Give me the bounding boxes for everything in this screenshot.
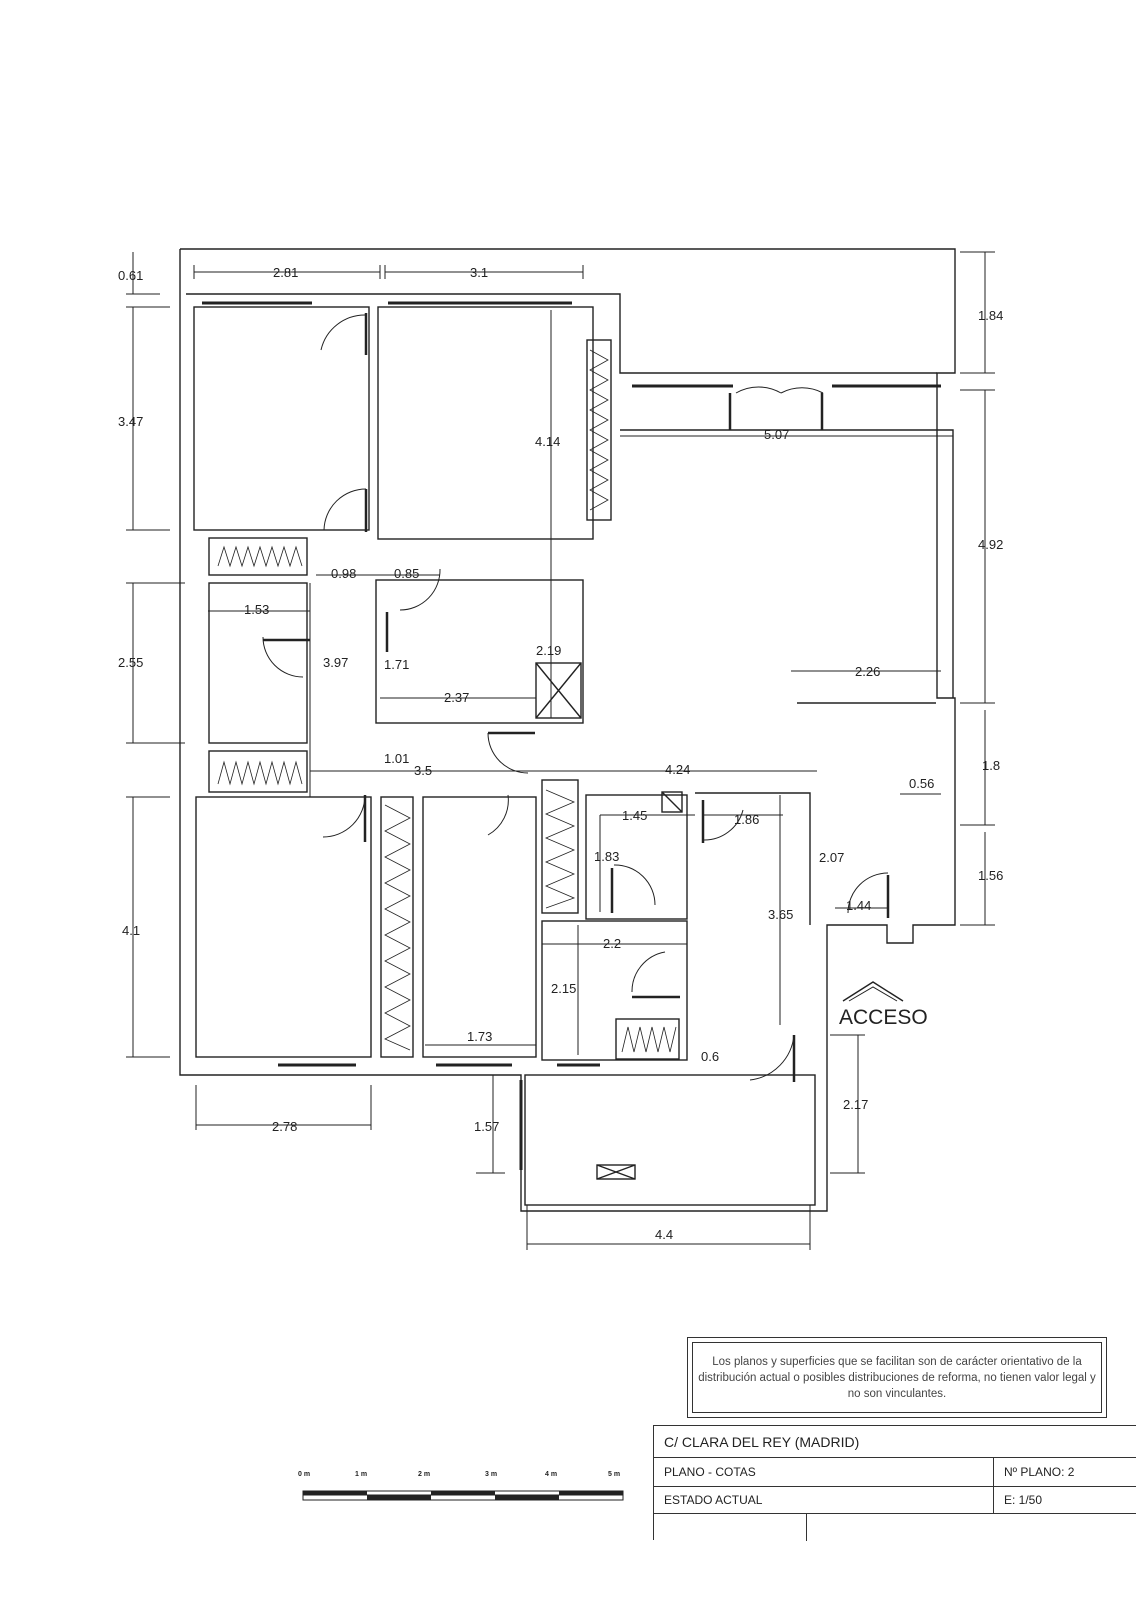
scale-tick-label: 5 m (608, 1471, 620, 1478)
scale-tick-label: 3 m (485, 1471, 497, 1478)
wardrobe-5 (541, 779, 579, 914)
dim-label: 1.01 (384, 751, 409, 766)
dim-label: 3.65 (768, 907, 793, 922)
dim-label: 0.61 (118, 268, 143, 283)
title-block: C/ CLARA DEL REY (MADRID) PLANO - COTAS … (653, 1425, 1136, 1541)
title-row-empty (654, 1514, 1136, 1541)
dim-label: 2.15 (551, 981, 576, 996)
room-hall (695, 792, 811, 925)
access-label: ACCESO (839, 1006, 928, 1029)
room-bedroom-1 (193, 306, 370, 531)
dim-label: 0.85 (394, 566, 419, 581)
kitchen-shaft (535, 662, 582, 719)
dim-label: 1.86 (734, 812, 759, 827)
dim-label: 2.17 (843, 1097, 868, 1112)
scale-tick-label: 1 m (355, 1471, 367, 1478)
room-bedroom-4 (422, 796, 537, 1058)
empty-cell (654, 1514, 807, 1541)
dim-label: 2.26 (855, 664, 880, 679)
disclaimer-box: Los planos y superficies que se facilita… (687, 1337, 1107, 1418)
dim-label: 3.97 (323, 655, 348, 670)
plan-type-label: PLANO - COTAS (654, 1458, 994, 1486)
room-bedroom-2 (377, 306, 594, 540)
dim-label: 1.57 (474, 1119, 499, 1134)
room-living (620, 429, 954, 698)
title-row-state: ESTADO ACTUAL E: 1/50 (654, 1487, 1136, 1514)
dim-label: 2.07 (819, 850, 844, 865)
dim-label: 1.45 (622, 808, 647, 823)
dim-label: 1.84 (978, 308, 1003, 323)
dim-label: 0.98 (331, 566, 356, 581)
dim-label: 2.78 (272, 1119, 297, 1134)
title-row-address: C/ CLARA DEL REY (MADRID) (654, 1426, 1136, 1458)
wardrobe-6 (615, 1018, 680, 1060)
dim-label: 4.14 (535, 434, 560, 449)
room-bath-2 (585, 794, 688, 920)
dim-label: 5.07 (764, 427, 789, 442)
shaft-2 (661, 791, 683, 813)
address-label: C/ CLARA DEL REY (MADRID) (664, 1433, 860, 1450)
dim-label: 3.1 (470, 265, 488, 280)
terrace-unit (596, 1164, 636, 1180)
dim-label: 2.81 (273, 265, 298, 280)
room-terrace (524, 1074, 816, 1206)
state-label: ESTADO ACTUAL (654, 1487, 994, 1513)
title-row-plan: PLANO - COTAS Nº PLANO: 2 (654, 1458, 1136, 1487)
scale-tick-label: 0 m (298, 1471, 310, 1478)
dim-label: 1.53 (244, 602, 269, 617)
dim-label: 4.1 (122, 923, 140, 938)
dim-label: 1.8 (982, 758, 1000, 773)
dim-label: 2.55 (118, 655, 143, 670)
dim-label: 1.56 (978, 868, 1003, 883)
dim-label: 1.71 (384, 657, 409, 672)
dim-label: 4.92 (978, 537, 1003, 552)
room-bath-1 (208, 582, 308, 744)
wardrobe-4 (380, 796, 414, 1058)
wardrobe-3 (208, 750, 308, 793)
top-inner-wall (186, 293, 937, 374)
dim-label: 2.37 (444, 690, 469, 705)
outer-wall (179, 248, 956, 1212)
dim-label: 1.83 (594, 849, 619, 864)
wardrobe-1 (586, 339, 612, 521)
dim-label: 3.5 (414, 763, 432, 778)
access-chevron-icon (842, 981, 904, 1002)
scale-tick-label: 2 m (418, 1471, 430, 1478)
scale-label: E: 1/50 (1004, 1493, 1043, 1507)
dim-label: 1.44 (846, 898, 871, 913)
plan-number-label: Nº PLANO: 2 (1004, 1465, 1075, 1479)
dim-label: 1.73 (467, 1029, 492, 1044)
dim-label: 2.2 (603, 936, 621, 951)
room-bath-3 (541, 920, 688, 1061)
dim-label: 0.6 (701, 1049, 719, 1064)
room-kitchen (375, 579, 584, 724)
room-bedroom-3 (195, 796, 372, 1058)
disclaimer-text: Los planos y superficies que se facilita… (692, 1342, 1102, 1413)
dim-label: 4.24 (665, 762, 690, 777)
wardrobe-2 (208, 537, 308, 576)
dim-label: 0.56 (909, 776, 934, 791)
dim-label: 3.47 (118, 414, 143, 429)
dim-label: 4.4 (655, 1227, 673, 1242)
dim-label: 2.19 (536, 643, 561, 658)
scale-tick-label: 4 m (545, 1471, 557, 1478)
